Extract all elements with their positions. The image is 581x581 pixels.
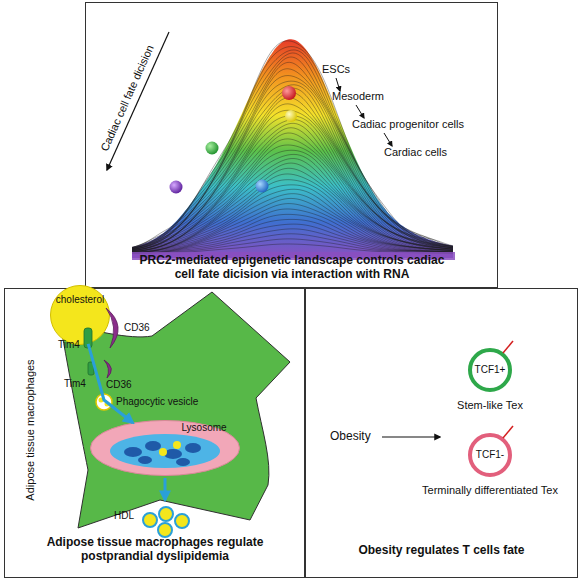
hdl-particle — [143, 513, 157, 527]
droplet-circle — [51, 286, 110, 345]
stage-label: Cadiac progenitor cells — [352, 118, 464, 130]
panel-caption: Obesity regulates T cells fate — [306, 543, 577, 557]
landscape-contour — [132, 62, 453, 248]
receptor-label: CD36 — [106, 379, 132, 390]
landscape-contour — [132, 214, 453, 252]
hdl-particle — [158, 523, 172, 537]
transport-arrow — [88, 344, 133, 423]
landscape-contour — [132, 145, 453, 251]
receptor-tick — [503, 341, 513, 353]
lysosome-content — [176, 458, 190, 466]
epigenetic-landscape — [132, 39, 455, 260]
panel-caption: Adipose tissue macrophages regulate post… — [40, 535, 270, 563]
t-cell: TCF1+Stem-like Tex — [468, 348, 512, 392]
landscape-contour — [132, 234, 453, 254]
marker-label: TCF1- — [468, 449, 512, 461]
condition-label: Obesity — [330, 430, 371, 443]
landscape-contour — [132, 189, 453, 252]
axis-label: Cadiac cell fate dicision — [98, 43, 156, 153]
stage-label: Mesoderm — [332, 90, 384, 102]
lysosome-lumen — [110, 434, 220, 468]
cell-ball — [170, 181, 183, 194]
landscape-contour — [132, 194, 453, 252]
stage-arrow — [384, 133, 392, 146]
panel-box: Adipose tissue macrophages regulate post… — [4, 288, 305, 578]
landscape-contour — [132, 123, 453, 250]
cell-type-label: Terminally differentiated Tex — [422, 484, 558, 497]
stage-arrow — [356, 105, 364, 118]
marker-label: TCF1+ — [468, 364, 512, 376]
stage-label: ESCs — [322, 63, 350, 75]
cell-type-label: Stem-like Tex — [430, 399, 550, 412]
landscape-contour — [132, 76, 453, 249]
landscape-contour — [132, 47, 453, 248]
lysosome-content — [138, 456, 152, 464]
landscape-contour — [132, 229, 453, 253]
landscape-contour — [132, 81, 453, 248]
landscape-surface — [132, 39, 453, 258]
landscape-contour — [132, 41, 453, 247]
landscape-contour — [132, 185, 453, 252]
landscape-contour — [132, 154, 453, 250]
panel-caption: PRC2-mediated epigenetic landscape contr… — [137, 253, 447, 281]
cell-ball — [285, 110, 297, 122]
hdl-particle — [159, 507, 173, 521]
lysosome-membrane — [91, 421, 240, 476]
landscape-contour — [132, 133, 453, 250]
vesicle-label: Phagocytic vesicle — [116, 396, 198, 407]
stage-label: Cardiac cells — [384, 146, 447, 158]
efflux-arrow — [164, 478, 167, 500]
cholesterol-dot — [159, 448, 167, 456]
droplet-label: cholesterol — [50, 294, 110, 306]
cd36-receptor — [104, 360, 111, 378]
landscape-contour — [132, 239, 453, 254]
landscape-contour — [132, 50, 453, 248]
landscape-contour — [132, 224, 453, 253]
receptor-label: Tim4 — [64, 378, 86, 389]
landscape-contour — [132, 116, 453, 250]
landscape-contour — [132, 174, 453, 252]
lysosome-label: Lysosome — [174, 422, 234, 434]
cell-ball — [256, 180, 269, 193]
cd36-receptor — [106, 308, 118, 348]
cholesterol-droplet: cholesterol — [50, 285, 110, 345]
landscape-contour — [132, 180, 453, 252]
t-cell: TCF1-Terminally differentiated Tex — [468, 433, 512, 477]
hdl-particle — [175, 514, 189, 528]
cell-ball — [282, 86, 296, 100]
lysosome-content — [124, 447, 142, 457]
landscape-contour — [132, 128, 453, 250]
landscape-contour — [132, 150, 453, 250]
receptor-label: Tim4 — [58, 339, 80, 350]
lysosome-content — [145, 441, 161, 451]
cell-ball — [206, 142, 219, 155]
lysosome-content — [185, 443, 201, 453]
obesity-arrow — [382, 436, 440, 437]
landscape-contour — [132, 204, 453, 253]
landscape-contour — [132, 92, 453, 249]
landscape-contour — [132, 163, 453, 251]
receptor-label: CD36 — [124, 322, 150, 333]
hdl-label: HDL — [114, 510, 134, 521]
cholesterol-dot — [173, 441, 181, 449]
landscape-contour — [132, 158, 453, 251]
cell-type-label: Adipose tissue macrophages — [24, 359, 36, 500]
stage-arrow — [336, 78, 340, 91]
lysosome: Lysosome — [90, 420, 240, 476]
landscape-contour — [132, 219, 453, 252]
landscape-contour — [132, 209, 453, 253]
fate-arrow — [107, 32, 169, 170]
receptor-tick — [503, 426, 513, 438]
